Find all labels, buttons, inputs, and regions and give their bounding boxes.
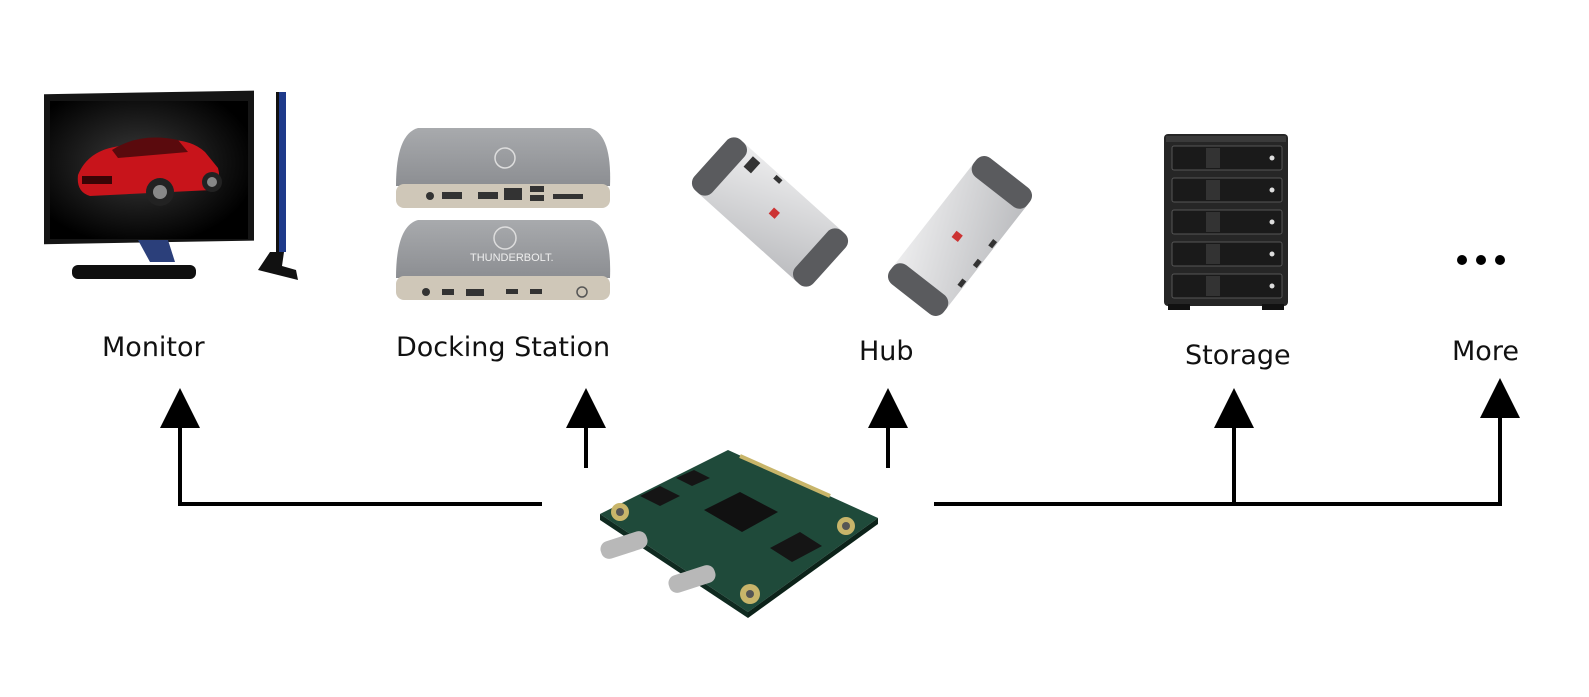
pcb-board-image <box>600 450 878 618</box>
line-right-trunk <box>934 378 1520 506</box>
more-label: More <box>1452 336 1519 367</box>
storage-image <box>1164 134 1288 310</box>
monitor-label: Monitor <box>102 332 205 363</box>
connector-lines <box>160 378 1520 506</box>
dock-brand-text: THUNDERBOLT. <box>470 252 554 264</box>
line-to-monitor <box>160 388 542 506</box>
docking-station-label: Docking Station <box>396 332 611 363</box>
monitor-image <box>44 90 298 280</box>
hub-image <box>691 137 1033 316</box>
hub-label: Hub <box>859 336 914 367</box>
car-icon <box>77 137 222 206</box>
docking-station-image: THUNDERBOLT. <box>396 128 611 300</box>
ellipsis-dots <box>1457 255 1505 265</box>
storage-label: Storage <box>1185 340 1291 371</box>
